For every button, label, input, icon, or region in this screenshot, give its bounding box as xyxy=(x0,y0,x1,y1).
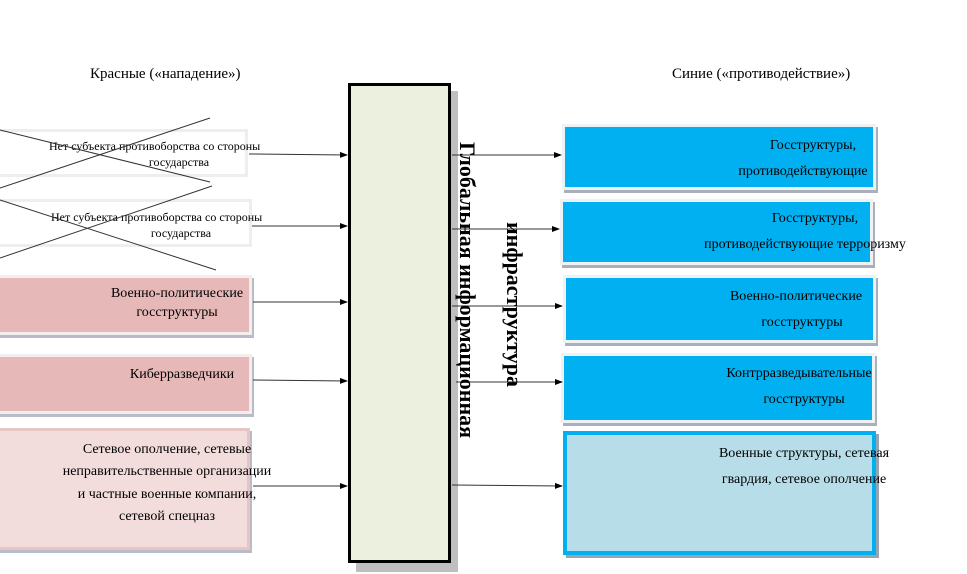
blue-box-2-line-2: противодействующие терроризму xyxy=(704,236,906,252)
blue-box-gov-counteracting: Госструктуры, противодействующие xyxy=(562,124,876,190)
red-box-5-line-3: и частные военные компании, xyxy=(77,486,257,502)
right-arrows xyxy=(451,152,563,489)
blue-box-3-line-1: Военно-политические xyxy=(729,289,863,304)
cross-line xyxy=(0,185,213,259)
blue-box-counterintelligence: Контрразведывательные госструктуры xyxy=(561,353,875,423)
red-box-crossed-2: Нет субъекта противоборства со стороны г… xyxy=(0,199,263,247)
arrow-left-1 xyxy=(248,151,348,158)
blue-box-1-line-1: Госструктуры, xyxy=(769,138,857,153)
red-box-crossed-1: Нет субъекта противоборства со стороны г… xyxy=(0,129,261,177)
red-box-3-line-2: госструктуры xyxy=(136,304,218,320)
cross-out-lines-1 xyxy=(0,117,211,189)
red-box-1-line-1: Нет субъекта противоборства со стороны xyxy=(49,139,261,153)
blue-box-military-network-guard: Военные структуры, сетевая гвардия, сете… xyxy=(563,431,889,555)
blue-box-4-line-1: Контрразведывательные xyxy=(726,366,872,381)
blue-box-military-political: Военно-политические госструктуры xyxy=(563,275,876,343)
blue-box-1-line-2: противодействующие xyxy=(738,163,868,179)
global-infrastructure-box xyxy=(348,83,451,563)
red-box-network-militia: Сетевое ополчение, сетевые неправительст… xyxy=(0,428,271,550)
blue-box-gov-counter-terrorism: Госструктуры, противодействующие террори… xyxy=(560,199,906,265)
red-box-5-line-1: Сетевое ополчение, сетевые xyxy=(82,442,252,457)
red-box-4-line-1: Киберразведчики xyxy=(129,367,235,382)
left-arrows xyxy=(248,151,348,489)
cross-line xyxy=(0,199,217,271)
red-side-title: Красные («нападение») xyxy=(90,66,241,82)
red-box-5-line-4: сетевой спецназ xyxy=(118,509,216,525)
red-box-cyber-intel: Киберразведчики xyxy=(0,354,252,414)
cross-line xyxy=(0,117,211,189)
red-box-3-line-1: Военно-политические xyxy=(110,286,244,301)
blue-box-3-line-2: госструктуры xyxy=(761,314,843,330)
red-box-5-line-2: неправительственные организации xyxy=(62,464,272,480)
arrow-left-4 xyxy=(252,377,348,384)
cross-out-lines-2 xyxy=(0,185,217,271)
cross-line xyxy=(0,129,211,183)
red-box-2-line-2: государства xyxy=(150,226,212,241)
red-box-military-political: Военно-политические госструктуры xyxy=(0,275,252,335)
blue-box-4-line-2: госструктуры xyxy=(763,391,845,407)
blue-box-5-line-1: Военные структуры, сетевая xyxy=(718,446,890,461)
blue-box-2-line-1: Госструктуры, xyxy=(771,211,859,226)
blue-side-title: Синие («противодействие») xyxy=(672,66,851,82)
arrow-right-5 xyxy=(451,482,563,489)
red-box-2-line-1: Нет субъекта противоборства со стороны xyxy=(51,210,263,224)
blue-box-5-line-2: гвардия, сетевое ополчение xyxy=(721,471,887,487)
red-box-1-line-2: государства xyxy=(148,155,210,170)
center-label-line-1: Глобальная информационная xyxy=(455,142,480,439)
center-label-line-2: инфраструктура xyxy=(502,222,527,388)
